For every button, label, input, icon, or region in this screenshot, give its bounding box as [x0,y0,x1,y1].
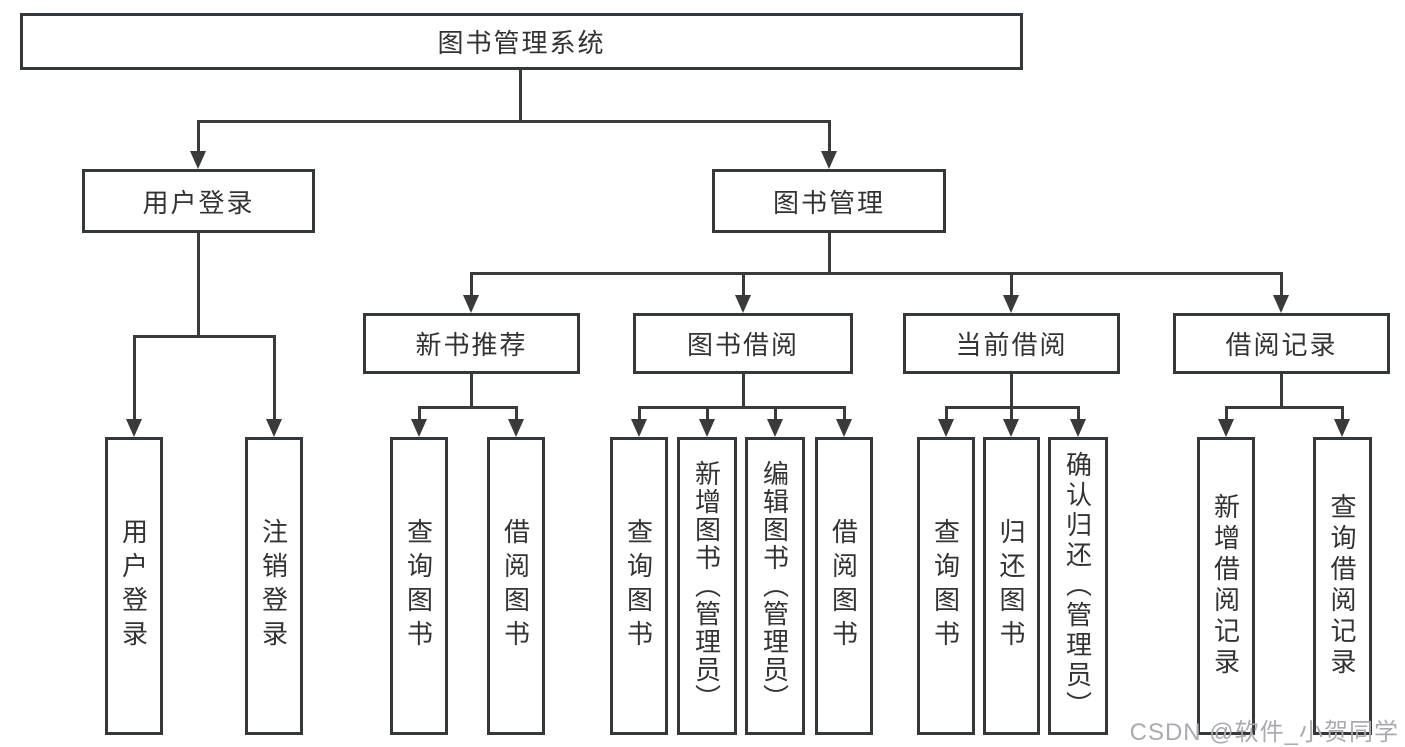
connector-line [1077,406,1080,419]
arrow-down-icon [938,419,954,437]
connector-line [1010,272,1013,295]
leaf-add-borrow-record: 新增借阅记录 [1197,437,1255,735]
leaf-edit-book-admin: 编辑图书（管理员） [745,437,805,735]
connector-line [1010,406,1013,419]
connector-line [470,272,1282,275]
connector-line [515,406,518,419]
arrow-down-icon [1273,295,1289,313]
connector-line [197,120,831,123]
connector-line [519,70,522,120]
leaf-borrow-books-1: 借阅图书 [487,437,545,735]
arrow-down-icon [699,419,715,437]
connector-line [638,406,641,419]
leaf-add-book-admin: 新增图书（管理员） [677,437,737,735]
arrow-down-icon [735,295,751,313]
arrow-down-icon [767,419,783,437]
connector-line [470,374,473,409]
connector-line [1280,374,1283,409]
connector-line [418,406,518,409]
connector-line [1010,374,1013,409]
leaf-query-books-3: 查询图书 [917,437,975,735]
node-user-login: 用户登录 [82,169,315,233]
connector-line [945,406,948,419]
node-new-book-recommend: 新书推荐 [363,313,580,374]
node-book-management: 图书管理 [712,169,946,233]
connector-line [706,406,709,419]
watermark: CSDN @软件_小贺同学 [1129,719,1399,746]
leaf-user-login: 用户登录 [105,437,163,735]
arrow-down-icon [190,151,206,169]
connector-line [638,406,846,409]
node-root-system: 图书管理系统 [20,13,1023,70]
connector-line [197,233,200,338]
leaf-logout: 注销登录 [245,437,303,735]
arrow-down-icon [836,419,852,437]
connector-line [843,406,846,419]
leaf-query-books-1: 查询图书 [390,437,448,735]
arrow-down-icon [508,419,524,437]
connector-line [133,335,276,338]
arrow-down-icon [1003,419,1019,437]
node-current-borrow: 当前借阅 [903,313,1120,374]
arrow-down-icon [1218,419,1234,437]
leaf-confirm-return-admin: 确认归还（管理员） [1048,437,1108,735]
leaf-query-borrow-record: 查询借阅记录 [1313,437,1372,735]
arrow-down-icon [463,295,479,313]
connector-line [1280,272,1283,295]
connector-line [1341,406,1344,419]
connector-line [1225,406,1344,409]
connector-line [1225,406,1228,419]
arrow-down-icon [631,419,647,437]
arrow-down-icon [1003,295,1019,313]
connector-line [470,272,473,295]
node-borrow-records: 借阅记录 [1173,313,1390,374]
connector-line [742,272,745,295]
connector-line [828,120,831,151]
connector-line [133,335,136,419]
connector-line [742,374,745,409]
connector-line [828,233,831,275]
arrow-down-icon [1070,419,1086,437]
arrow-down-icon [411,419,427,437]
arrow-down-icon [266,419,282,437]
connector-line [418,406,421,419]
connector-line [197,120,200,151]
arrow-down-icon [1334,419,1350,437]
node-book-borrow: 图书借阅 [633,313,853,374]
leaf-borrow-books-2: 借阅图书 [815,437,873,735]
connector-line [774,406,777,419]
leaf-return-books: 归还图书 [983,437,1040,735]
arrow-down-icon [126,419,142,437]
connector-line [273,335,276,419]
leaf-query-books-2: 查询图书 [610,437,668,735]
arrow-down-icon [821,151,837,169]
